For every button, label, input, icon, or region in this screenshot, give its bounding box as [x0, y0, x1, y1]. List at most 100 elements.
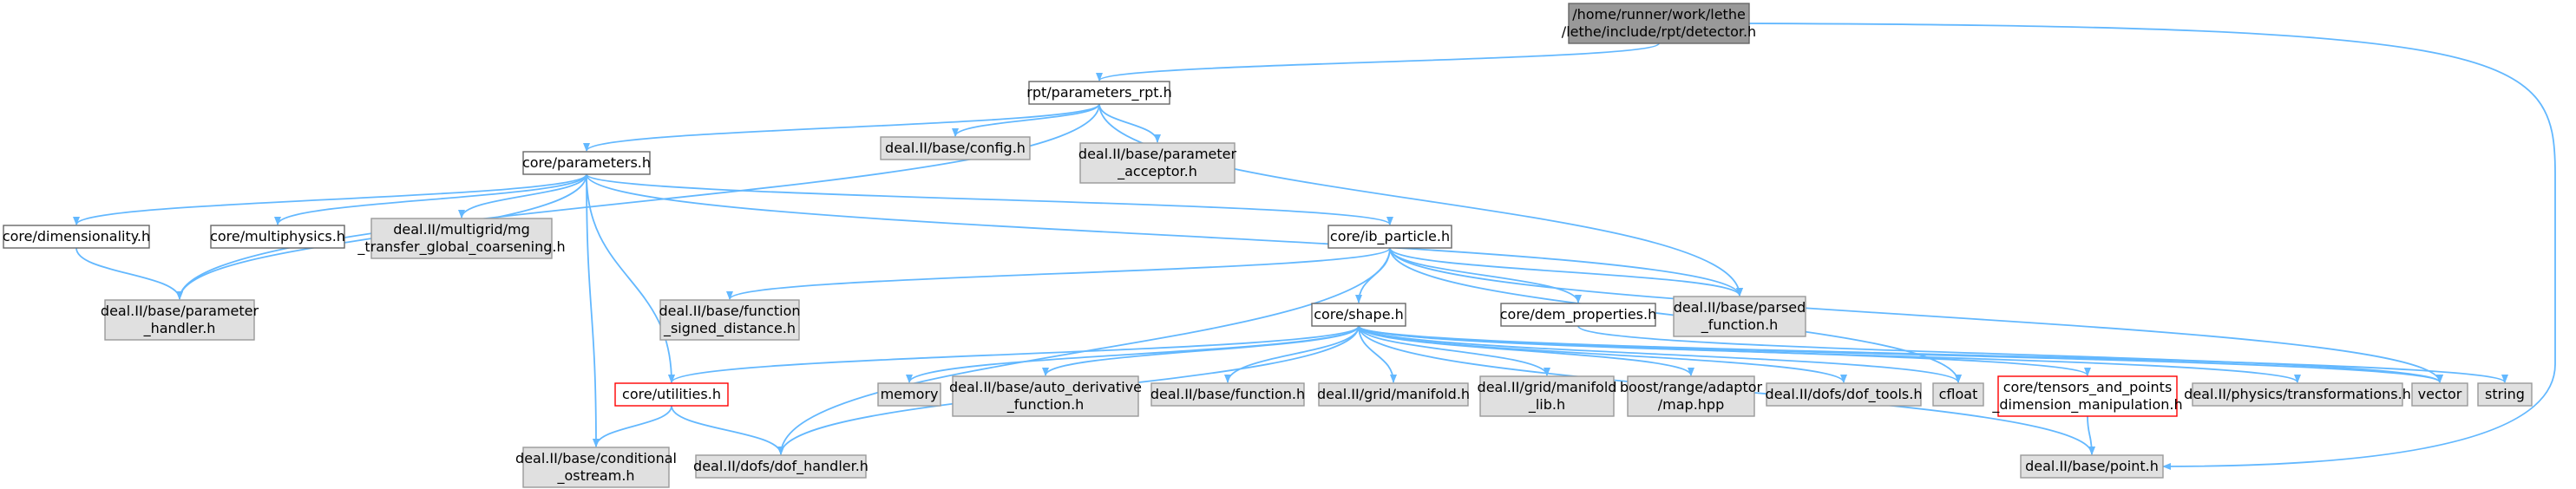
node-box [695, 454, 867, 479]
node-box [2477, 382, 2533, 407]
node-label: core/multiphysics.h [210, 228, 345, 244]
edge-core_utilities-to-dealii_dof_handler [671, 405, 784, 455]
node-core-dem-properties[interactable]: core/dem_properties.h [1500, 303, 1657, 327]
node-core-utilities[interactable]: core/utilities.h [614, 382, 729, 407]
edge-parameters_rpt-to-dealii_config [952, 103, 1100, 137]
node-label: cfloat [1939, 386, 1978, 402]
node-label: _handler.h [143, 320, 216, 337]
edge-core_shape-to-dealii_grid_manifold_lib [1358, 325, 1550, 376]
node-label: core/parameters.h [522, 154, 651, 171]
node-label: deal.II/base/parameter [101, 303, 259, 319]
node-label: deal.II/base/function.h [1150, 386, 1305, 402]
node-label: deal.II/base/point.h [2025, 458, 2159, 474]
node-label: boost/range/adaptor [1620, 379, 1763, 395]
node-box [614, 382, 729, 407]
node-core-dimensionality[interactable]: core/dimensionality.h [3, 225, 150, 249]
node-core-tensors-points[interactable]: core/tensors_and_points_dimension_manipu… [1991, 375, 2183, 417]
node-box [1479, 375, 1615, 417]
node-label: deal.II/dofs/dof_tools.h [1766, 386, 1923, 403]
node-label: deal.II/base/parameter [1078, 146, 1237, 162]
edge-core_utilities-to-dealii_cond_ostream [593, 405, 672, 447]
node-box [1997, 375, 2178, 417]
node-label: string [2485, 386, 2525, 402]
node-box [2411, 382, 2468, 407]
node-box [952, 375, 1139, 417]
node-box [1932, 382, 1984, 407]
node-dealii-config: deal.II/base/config.h [880, 136, 1031, 160]
node-box [1327, 225, 1452, 249]
edge-core_tensors_points-to-dealii_point [2087, 415, 2095, 455]
edge-core_shape-to-cfloat [1358, 325, 1962, 383]
node-label: /lethe/include/rpt/detector.h [1562, 23, 1756, 40]
node-box [1766, 382, 1922, 407]
node-label: _acceptor.h [1117, 163, 1197, 180]
node-box [3, 225, 150, 249]
node-box [1079, 142, 1236, 184]
node-dealii-func-signed: deal.II/base/function_signed_distance.h [659, 299, 801, 341]
node-core-multiphysics[interactable]: core/multiphysics.h [210, 225, 345, 249]
edge-core_ib_particle-to-dealii_func_signed [726, 247, 1391, 300]
edge-core_ib_particle-to-core_dem_properties [1389, 247, 1582, 303]
node-dealii-grid-manifold-lib: deal.II/grid/manifold_lib.h [1478, 375, 1616, 417]
node-label: deal.II/dofs/dof_handler.h [693, 458, 868, 475]
node-detector[interactable]: /home/runner/work/lethe/lethe/include/rp… [1562, 3, 1756, 44]
node-box [1500, 303, 1656, 327]
node-box [522, 151, 651, 175]
edge-core_ib_particle-to-dealii_parsed_function [1389, 247, 1743, 297]
node-label: deal.II/base/config.h [885, 140, 1026, 156]
node-dealii-dof-tools: deal.II/dofs/dof_tools.h [1766, 382, 1923, 407]
node-box [880, 136, 1031, 160]
node-label: core/dimensionality.h [3, 228, 150, 244]
node-cfloat: cfloat [1932, 382, 1984, 407]
edge-core_shape-to-string [1358, 325, 2508, 383]
node-box [1568, 3, 1750, 44]
node-label: _transfer_global_coarsening.h [357, 238, 565, 256]
node-box [1318, 382, 1469, 407]
node-label: core/dem_properties.h [1500, 306, 1657, 323]
edge-parameters_rpt-to-dealii_param_handler [176, 103, 1100, 300]
edge-parameters_rpt-to-core_parameters [583, 103, 1100, 152]
node-label: deal.II/grid/manifold.h [1317, 386, 1470, 402]
node-dealii-mg-transfer: deal.II/multigrid/mg_transfer_global_coa… [357, 218, 566, 259]
node-core-shape[interactable]: core/shape.h [1311, 303, 1406, 327]
edge-core_parameters-to-core_ib_particle [586, 173, 1393, 225]
edge-core_dem_properties-to-vector [1577, 325, 2443, 383]
node-label: _signed_distance.h [663, 320, 796, 337]
node-dealii-point: deal.II/base/point.h [2020, 454, 2164, 479]
node-label: _function.h [1701, 316, 1779, 334]
node-box [210, 225, 345, 249]
edge-core_shape-to-core_utilities [668, 325, 1360, 383]
node-box [1150, 382, 1305, 407]
edge-core_shape-to-vector [1358, 325, 2443, 383]
edge-core_shape-to-boost_range_map [1358, 325, 1694, 376]
node-parameters-rpt[interactable]: rpt/parameters_rpt.h [1026, 81, 1172, 105]
node-box [1311, 303, 1406, 327]
edge-core_parameters-to-dealii_mg_transfer [458, 173, 587, 218]
node-dealii-param-handler: deal.II/base/parameter_handler.h [101, 299, 259, 341]
node-dealii-param-acceptor: deal.II/base/parameter_acceptor.h [1078, 142, 1237, 184]
edge-detector-to-parameters_rpt [1096, 42, 1660, 82]
node-core-parameters[interactable]: core/parameters.h [522, 151, 651, 175]
node-label: _lib.h [1528, 396, 1565, 414]
node-box [1673, 296, 1806, 337]
edge-core_parameters-to-dealii_cond_ostream [586, 173, 600, 447]
edge-core_shape-to-dealii_grid_manifold [1358, 325, 1397, 383]
node-box [2192, 382, 2403, 407]
node-dealii-parsed-function: deal.II/base/parsed_function.h [1673, 296, 1806, 337]
node-dealii-grid-manifold: deal.II/grid/manifold.h [1317, 382, 1470, 407]
node-dealii-dof-handler: deal.II/dofs/dof_handler.h [693, 454, 868, 479]
edges-layer [73, 23, 2556, 470]
edge-detector-to-dealii_point [1748, 23, 2556, 470]
node-box [522, 447, 670, 488]
node-label: deal.II/multigrid/mg [393, 221, 530, 238]
node-boost-range-map: boost/range/adaptor/map.hpp [1620, 375, 1763, 417]
edge-core_parameters-to-core_utilities [586, 173, 675, 383]
node-core-ib-particle[interactable]: core/ib_particle.h [1327, 225, 1452, 249]
node-dealii-cond-ostream: deal.II/base/conditional_ostream.h [515, 447, 677, 488]
node-label: deal.II/base/conditional [515, 450, 677, 466]
node-label: core/utilities.h [622, 386, 721, 402]
node-dealii-function: deal.II/base/function.h [1150, 382, 1305, 407]
node-string: string [2477, 382, 2533, 407]
node-label: vector [2418, 386, 2462, 402]
node-label: core/tensors_and_points [2003, 379, 2173, 396]
